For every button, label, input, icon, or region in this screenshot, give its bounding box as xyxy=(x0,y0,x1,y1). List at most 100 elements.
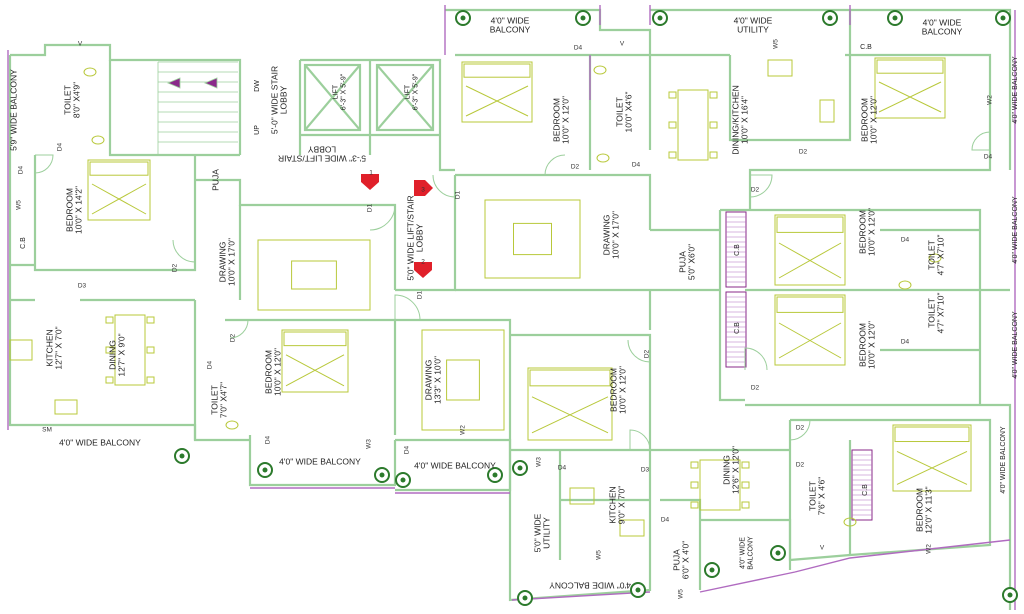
bed-pillow xyxy=(876,59,944,74)
balcony-label: 4'0" WIDE BALCONY xyxy=(414,460,496,471)
stove xyxy=(9,339,33,361)
lift-shaft xyxy=(375,63,435,132)
dining-table-chair xyxy=(105,316,114,324)
vent-tag: V xyxy=(77,40,83,48)
stove xyxy=(569,487,595,505)
wall xyxy=(648,228,720,330)
lift-number: 2 xyxy=(421,258,425,266)
wall xyxy=(850,8,1012,170)
door-swing xyxy=(432,174,456,198)
door-tag: D2 xyxy=(795,461,805,469)
cb-label: C.B xyxy=(860,44,872,52)
balcony-label: 4'0" WIDE BALCONY xyxy=(1012,56,1020,124)
dining-table-chair xyxy=(741,461,750,469)
door-tag: D4 xyxy=(900,338,910,346)
wall xyxy=(455,173,720,292)
toilet-fixture xyxy=(225,420,239,430)
balcony-label: 5'9" WIDE BALCONY xyxy=(8,69,19,151)
lift-arrow xyxy=(414,262,432,278)
boundary-line xyxy=(794,539,1011,573)
dining-table-chair xyxy=(105,346,114,354)
toilet-fixture xyxy=(91,135,105,145)
boundary-line xyxy=(511,591,651,601)
bed-sheet xyxy=(778,322,842,359)
sofa-set xyxy=(421,329,505,431)
tree-core xyxy=(775,550,781,556)
door-tag: D4 xyxy=(403,445,411,455)
balcony-label: 4'0" WIDE BALCONY xyxy=(549,580,631,591)
bed xyxy=(461,61,533,123)
tree-core xyxy=(522,595,528,601)
door-swing xyxy=(749,174,773,198)
door-swing xyxy=(34,154,54,174)
wall xyxy=(395,318,512,450)
door-swing xyxy=(172,239,196,263)
wall xyxy=(558,450,650,560)
door-tag: D2 xyxy=(750,384,760,392)
wall xyxy=(225,318,397,435)
wall xyxy=(510,333,652,452)
boundary-line xyxy=(699,571,796,593)
door-tag: D4 xyxy=(56,142,64,152)
cb-label: C.B xyxy=(862,484,870,496)
plot-boundary xyxy=(7,5,1016,610)
bed-pillow xyxy=(776,296,844,313)
sofa-set-table xyxy=(446,359,480,401)
tree-core xyxy=(262,467,268,473)
toilet-fixture xyxy=(898,280,912,290)
bed xyxy=(527,367,613,441)
window-tag: W2 xyxy=(986,95,994,105)
door-tag: D4 xyxy=(900,236,910,244)
door-tag: D2 xyxy=(570,163,580,171)
dining-table-chair xyxy=(146,376,155,384)
dining-table-chair xyxy=(741,481,750,489)
furniture xyxy=(9,57,972,537)
wall xyxy=(10,43,242,155)
door-swing xyxy=(629,429,651,451)
door-swing xyxy=(971,131,991,151)
bed-pillow xyxy=(776,216,844,233)
door-tag: D2 xyxy=(229,333,237,343)
window-tag: SM xyxy=(42,426,52,434)
bed-sheet xyxy=(778,242,842,279)
toilet-fixture xyxy=(596,153,610,163)
door-tag: D3 xyxy=(77,282,87,290)
wall xyxy=(748,53,992,210)
dining-table xyxy=(699,459,741,511)
door-tag: D2 xyxy=(643,349,651,359)
tree-core xyxy=(379,472,385,478)
sink xyxy=(819,99,835,123)
bed xyxy=(281,329,349,393)
bed-pillow xyxy=(463,63,531,78)
bed-pillow xyxy=(894,426,970,443)
wall xyxy=(508,450,652,602)
wall xyxy=(248,435,397,487)
toilet-fixture xyxy=(83,67,97,77)
bed-pillow xyxy=(89,161,149,176)
sink xyxy=(619,519,645,537)
cb-label: C.B xyxy=(734,244,742,256)
bed xyxy=(874,57,946,119)
bed-pillow xyxy=(283,331,347,347)
dining-table-chair xyxy=(709,121,718,129)
door-swings xyxy=(34,131,991,451)
window-tag: W2 xyxy=(925,544,933,554)
balcony-label: 4'0" WIDE BALCONY xyxy=(279,456,361,467)
